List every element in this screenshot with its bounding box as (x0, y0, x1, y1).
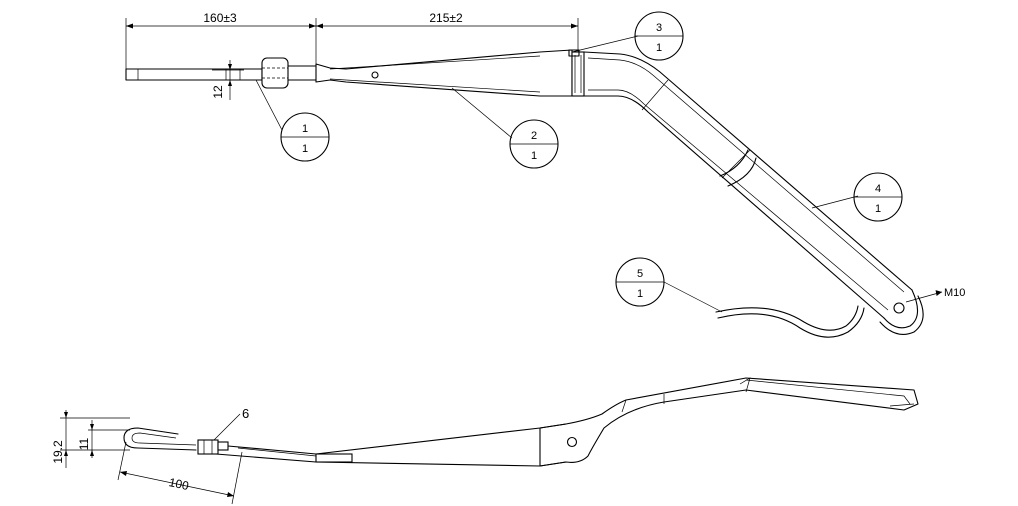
balloon-1-qty: 1 (302, 143, 308, 155)
balloon-1: 1 1 (280, 112, 330, 162)
lower-clip (123, 427, 197, 451)
arm-bar (583, 51, 924, 335)
lower-arm (215, 377, 919, 467)
upper-view: 160±3 215±2 12 (125, 11, 965, 338)
arm-head (315, 49, 573, 97)
dim-lower-length: 100 (117, 441, 243, 505)
thread-note: M10 (935, 287, 965, 299)
dim-label-215: 215±2 (429, 11, 463, 25)
balloon-2: 2 1 (509, 119, 559, 169)
connector-clip (261, 57, 317, 89)
dim-lower-heights: 19.2 11 (51, 410, 130, 468)
dim-upper-left: 160±3 (125, 11, 317, 70)
washer-hose (715, 305, 865, 338)
balloon-3: 3 1 (634, 11, 684, 61)
dim-label-12: 12 (211, 85, 225, 99)
pivot-cap (568, 49, 585, 97)
part-6: 6 (197, 406, 249, 455)
balloon-1-item: 1 (302, 123, 308, 135)
balloon-5-item: 5 (637, 268, 643, 280)
balloon-5: 5 1 (615, 257, 665, 307)
balloon-3-qty: 1 (656, 42, 662, 54)
balloon-3-item: 3 (656, 22, 662, 34)
balloon-4-item: 4 (875, 183, 881, 195)
blade-strip (125, 68, 263, 81)
part-6-label: 6 (242, 406, 249, 421)
dim-label-19-2: 19.2 (51, 440, 65, 464)
balloon-2-item: 2 (531, 130, 537, 142)
thread-note-label: M10 (944, 287, 965, 299)
dim-label-160: 160±3 (203, 11, 237, 25)
balloon-2-qty: 1 (531, 150, 537, 162)
dim-upper-mid: 215±2 (316, 11, 579, 52)
dim-label-100: 100 (168, 475, 191, 493)
dim-label-11: 11 (77, 437, 91, 450)
balloon-4-qty: 1 (875, 203, 881, 215)
lower-view: 19.2 11 100 6 (51, 377, 919, 505)
balloon-4: 4 1 (853, 172, 903, 222)
balloon-5-qty: 1 (637, 288, 643, 300)
leader-lines-upper (255, 35, 943, 313)
